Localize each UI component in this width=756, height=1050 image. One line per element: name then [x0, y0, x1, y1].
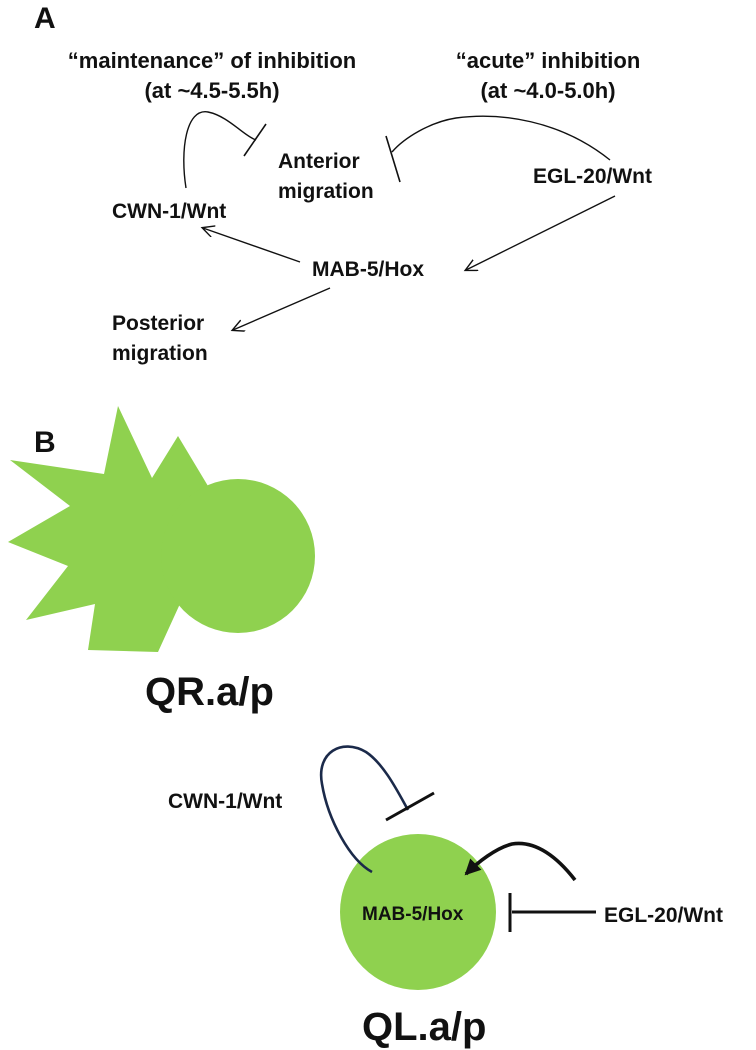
- ql-cell-label: QL.a/p: [362, 1005, 486, 1049]
- egl20-to-mab5-arrow: [466, 195, 616, 270]
- anterior-migration-line1: Anterior: [278, 150, 360, 173]
- cwn1-inhibition-bar: [385, 791, 435, 822]
- egl20-activation-arrow: [464, 841, 577, 882]
- posterior-migration-line1: Posterior: [112, 312, 204, 335]
- maintenance-time: (at ~4.5-5.5h): [144, 78, 279, 103]
- egl20-label-b: EGL-20/Wnt: [604, 904, 723, 927]
- qr-cell-protrusions: [8, 406, 208, 652]
- mab5-to-cwn1-arrow: [203, 228, 301, 263]
- ql-cell-body: [340, 834, 496, 990]
- egl20-label-a: EGL-20/Wnt: [533, 165, 652, 188]
- mab5-to-posterior-arrow: [233, 287, 331, 330]
- anterior-migration-line2: migration: [278, 180, 374, 203]
- posterior-migration-line2: migration: [112, 342, 208, 365]
- qr-cell-label: QR.a/p: [145, 670, 274, 714]
- mab5-label-a: MAB-5/Hox: [312, 258, 424, 281]
- qr-cell-body: [161, 479, 315, 633]
- cwn1-autoinhibition-curve: [319, 745, 410, 874]
- acute-title: “acute” inhibition: [456, 48, 641, 73]
- acute-inhibition-curve: [391, 115, 611, 161]
- acute-inhibition-bar: [385, 135, 401, 183]
- acute-time: (at ~4.0-5.0h): [480, 78, 615, 103]
- mab5-label-b: MAB-5/Hox: [362, 904, 464, 925]
- maintenance-title: “maintenance” of inhibition: [68, 48, 356, 73]
- cwn1-label-b: CWN-1/Wnt: [168, 790, 282, 813]
- panel-b-letter: B: [34, 426, 56, 459]
- maintenance-inhibition-curve: [183, 111, 257, 189]
- maintenance-inhibition-bar: [243, 123, 267, 157]
- panel-a-letter: A: [34, 2, 56, 35]
- cwn1-label-a: CWN-1/Wnt: [112, 200, 226, 223]
